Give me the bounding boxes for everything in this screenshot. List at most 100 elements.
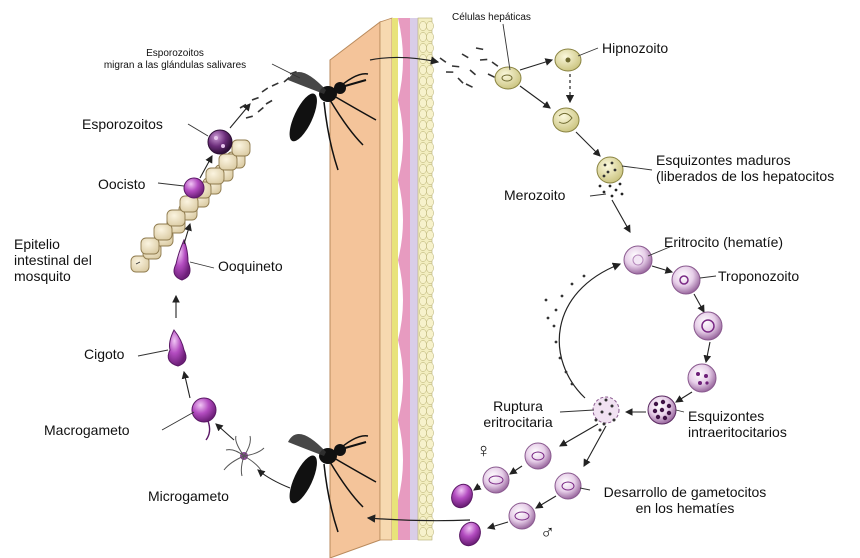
fat-cell <box>426 241 433 250</box>
sporozoite <box>240 105 246 109</box>
fat-cell <box>426 362 433 371</box>
arrow <box>676 392 692 402</box>
epithelial-cell <box>232 140 250 156</box>
fat-cell <box>426 54 433 63</box>
fat-cell <box>419 153 426 162</box>
fat-cell <box>419 428 426 437</box>
fat-cell <box>419 230 426 239</box>
fat-cell <box>426 175 433 184</box>
fat-cell <box>419 252 426 261</box>
arrow <box>652 266 672 272</box>
label-celulas-hepaticas: Células hepáticas <box>452 12 531 24</box>
sporozoite <box>452 65 459 68</box>
label-troponozoito: Troponozoito <box>718 268 799 284</box>
fat-cell <box>419 483 426 492</box>
sporozoite-dashes <box>240 72 297 118</box>
fat-cell <box>426 307 433 316</box>
epithelial-cell <box>167 210 185 226</box>
zygote-icon <box>168 330 186 366</box>
sporozoite <box>476 47 483 50</box>
fat-cell <box>419 131 426 140</box>
merozoite <box>605 399 608 402</box>
fat-cell <box>426 395 433 404</box>
fat-cell <box>419 76 426 85</box>
female-symbol: ♀ <box>476 440 491 463</box>
fat-cell <box>419 21 426 30</box>
fat-cell <box>419 527 426 536</box>
label-line: en los hematíes <box>592 500 778 516</box>
fat-cell <box>419 98 426 107</box>
red-blood-cell-icon <box>624 246 652 274</box>
arrow <box>184 372 190 398</box>
mature-schizont-icon <box>597 157 623 183</box>
merozoite <box>619 183 622 186</box>
epithelial-cell <box>219 154 237 170</box>
sporozoite <box>466 84 473 87</box>
merozoite <box>595 419 598 422</box>
fat-cell <box>426 109 433 118</box>
gametocyte-rbc-icon <box>483 467 509 493</box>
label-microgameto: Microgameto <box>148 488 229 504</box>
gametocyte-rbc-icon <box>525 443 551 469</box>
merozoite <box>553 325 556 328</box>
fat-cell <box>426 373 433 382</box>
fat-cell <box>419 417 426 426</box>
arrow <box>258 470 290 488</box>
fat-cell <box>419 65 426 74</box>
fat-cell <box>419 219 426 228</box>
label-eritrocito: Eritrocito (hematíe) <box>664 234 783 250</box>
fat-cell <box>426 186 433 195</box>
gametocyte-rbc-icon <box>509 503 535 529</box>
sporozoite <box>439 58 446 62</box>
fat-cell <box>419 274 426 283</box>
fat-cell <box>426 252 433 261</box>
macrogamete-icon <box>192 398 216 440</box>
sporozoite <box>252 98 259 100</box>
schizont-rbc-icon <box>688 364 716 392</box>
merozoite <box>603 423 606 426</box>
fat-cell <box>426 65 433 74</box>
fat-cell <box>426 87 433 96</box>
fat-cell <box>419 241 426 250</box>
label-esquizontes-intraeritocitarios: Esquizontes intraeritocitarios <box>688 408 787 440</box>
label-line: Ruptura <box>470 398 566 414</box>
merozoite <box>609 413 612 416</box>
merozoite <box>555 309 558 312</box>
sporozoite <box>461 54 468 58</box>
merozoite-dots <box>599 183 624 198</box>
sporozoite <box>446 70 453 74</box>
merozoite <box>603 191 606 194</box>
label-line: intraeritocitarios <box>688 424 787 440</box>
fat-cell <box>426 197 433 206</box>
male-symbol: ♂ <box>540 522 555 545</box>
epithelial-cell <box>154 224 172 240</box>
fat-cell <box>419 109 426 118</box>
fat-cell <box>419 439 426 448</box>
merozoite <box>599 403 602 406</box>
fat-cell <box>419 87 426 96</box>
label-oocisto: Oocisto <box>98 176 145 192</box>
label-line: mosquito <box>14 268 92 284</box>
ookinete-icon <box>174 240 190 280</box>
label-epitelio-intestinal: Epitelio intestinal del mosquito <box>14 236 92 284</box>
fat-cell <box>419 406 426 415</box>
label-line: (liberados de los hepatocitos <box>656 168 834 184</box>
label-macrogameto: Macrogameto <box>44 422 130 438</box>
fat-cell <box>426 527 433 536</box>
merozoite <box>583 275 586 278</box>
fat-cell <box>426 384 433 393</box>
fat-cell <box>419 373 426 382</box>
fat-cell <box>419 395 426 404</box>
merozoite <box>555 341 558 344</box>
liver-cell-icon <box>495 67 521 89</box>
arrow <box>474 486 480 490</box>
arrow <box>216 424 234 440</box>
fat-cell <box>426 439 433 448</box>
label-esporozoitos: Esporozoitos <box>82 116 163 132</box>
merozoite <box>547 317 550 320</box>
fat-cell <box>426 428 433 437</box>
sporozoite <box>258 108 263 112</box>
fat-cell <box>419 384 426 393</box>
fat-cell <box>426 230 433 239</box>
fat-cell <box>419 494 426 503</box>
